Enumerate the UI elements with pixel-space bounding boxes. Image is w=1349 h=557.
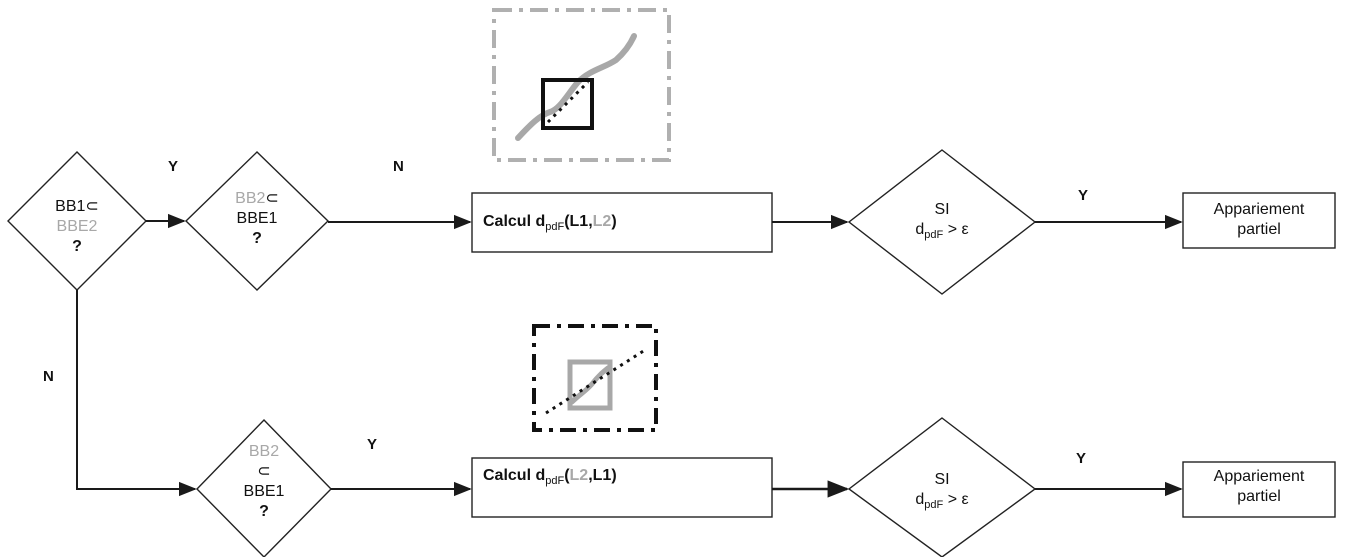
- result-1: Appariement partiel: [1185, 200, 1333, 240]
- decision-1: BB1⊂ BBE2 ?: [37, 197, 117, 257]
- result-2: Appariement partiel: [1185, 467, 1333, 507]
- process-1-comma: ,: [588, 213, 593, 230]
- process-1-close: ): [611, 213, 617, 230]
- test-1-d: d: [915, 221, 925, 238]
- decision-3-set: BB2: [248, 443, 280, 460]
- decision-3-shape: [196, 418, 332, 557]
- result-2-shape: [1182, 461, 1336, 518]
- process-2-subscript: pdF: [545, 475, 565, 487]
- process-1-prefix: Calcul d: [483, 213, 546, 230]
- test-2-compare: > ε: [943, 491, 969, 508]
- process-1-arg-a: L1: [569, 213, 589, 230]
- edge-label-t1-yes: Y: [1078, 187, 1089, 204]
- test-1-shape: [847, 149, 1037, 295]
- test-1-si: SI: [934, 201, 950, 218]
- edge-label-d2-no: N: [393, 158, 404, 175]
- edge-label-d1-yes: Y: [168, 158, 179, 175]
- subset-symbol: ⊂: [265, 190, 279, 207]
- edge-d1-d3: [76, 290, 197, 497]
- decision-1-target: BBE2: [56, 218, 98, 235]
- test-1: SI dpdF > ε: [892, 200, 992, 241]
- decision-1-question: ?: [72, 238, 82, 255]
- process-1-arg-b: L2: [592, 213, 612, 230]
- result-2-line2: partiel: [1237, 488, 1281, 505]
- subset-symbol: ⊂: [85, 198, 99, 215]
- process-2-open: (: [564, 467, 570, 484]
- decision-3-question: ?: [259, 503, 269, 520]
- decision-2-question: ?: [252, 230, 262, 247]
- test-1-subscript: pdF: [924, 229, 944, 241]
- process-2-comma: ,: [588, 467, 593, 484]
- illustration-top: [492, 8, 671, 162]
- decision-3-target: BBE1: [243, 483, 285, 500]
- result-1-line1: Appariement: [1213, 201, 1305, 218]
- process-1-label: Calcul dpdF(L1,L2): [483, 212, 617, 233]
- test-1-compare: > ε: [943, 221, 969, 238]
- decision-2-target: BBE1: [236, 210, 278, 227]
- decision-2: BB2⊂ BBE1 ?: [217, 189, 297, 249]
- test-2-si: SI: [934, 471, 950, 488]
- test-2-d: d: [915, 491, 925, 508]
- edge-label-d3-yes: Y: [367, 436, 378, 453]
- decision-1-set: BB1: [55, 198, 86, 215]
- process-2-arg-b: L1: [592, 467, 612, 484]
- process-2-arg-a: L2: [569, 467, 589, 484]
- decision-2-shape: [184, 151, 330, 291]
- decision-3: BB2 ⊂ BBE1 ?: [224, 442, 304, 522]
- test-2: SI dpdF > ε: [892, 470, 992, 511]
- result-2-line1: Appariement: [1213, 468, 1305, 485]
- subset-symbol: ⊂: [257, 463, 271, 480]
- test-2-shape: [847, 417, 1037, 557]
- process-2-close: ): [611, 467, 617, 484]
- result-1-shape: [1182, 192, 1336, 249]
- illustration-bottom: [532, 324, 658, 432]
- process-2-prefix: Calcul d: [483, 467, 546, 484]
- decision-2-set: BB2: [235, 190, 266, 207]
- process-2-label: Calcul dpdF(L2,L1): [483, 466, 617, 487]
- process-1-subscript: pdF: [545, 221, 565, 233]
- process-1-open: (: [564, 213, 570, 230]
- process-2-shape: [471, 457, 773, 518]
- edge-label-t2-yes: Y: [1076, 450, 1087, 467]
- result-1-line2: partiel: [1237, 221, 1281, 238]
- process-1-shape: [471, 192, 773, 253]
- test-2-subscript: pdF: [924, 499, 944, 511]
- edge-label-d1-no: N: [43, 368, 54, 385]
